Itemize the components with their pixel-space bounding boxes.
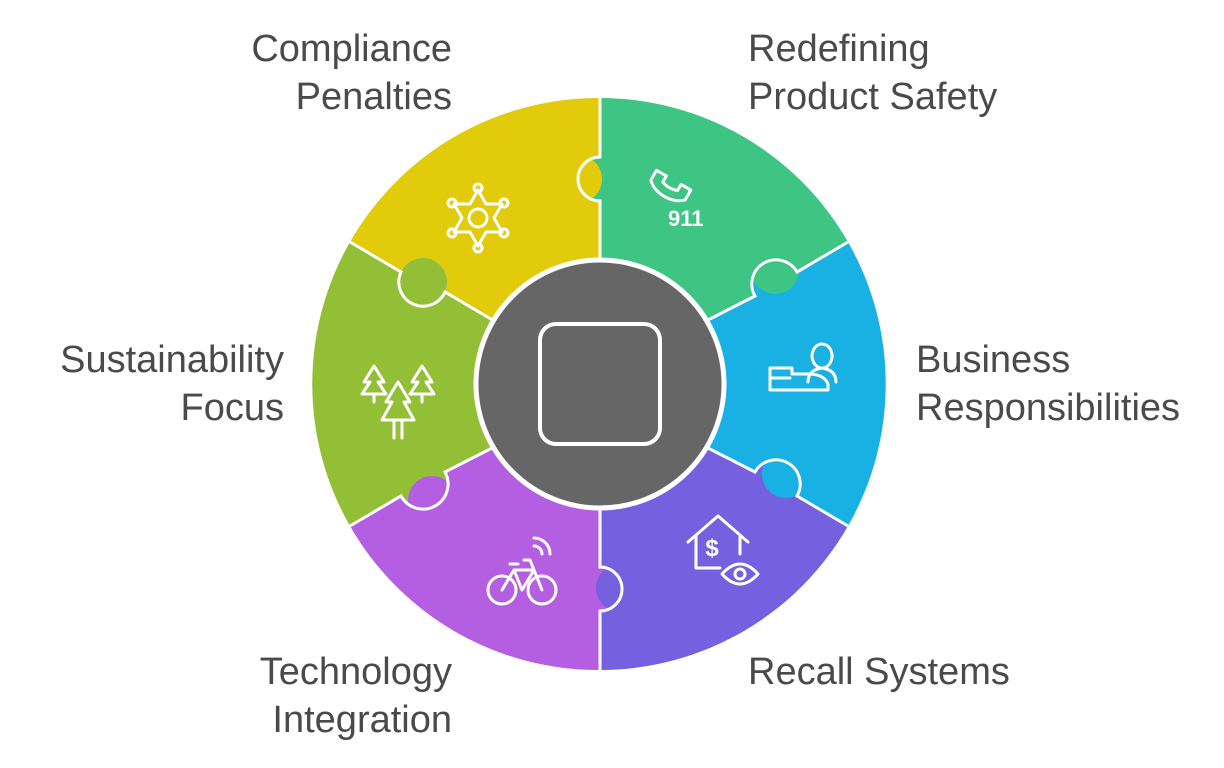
tab-sustainability — [388, 272, 436, 320]
segment-dividers — [349, 98, 849, 670]
tab-safety — [751, 246, 799, 294]
forest-trees-icon — [360, 364, 436, 440]
segment-business — [704, 242, 886, 526]
home-finance-watch-icon — [686, 514, 760, 586]
segment-technology — [350, 446, 622, 671]
service-person-icon — [768, 342, 838, 392]
emergency-number-text: 911 — [668, 206, 704, 231]
center-hub — [473, 257, 727, 511]
dollar-sign-text: $ — [705, 535, 719, 562]
label-recall-systems: Recall Systems — [748, 651, 1010, 693]
tab-technology — [408, 476, 456, 524]
segment-recall — [600, 446, 848, 670]
connected-bicycle-icon — [486, 536, 558, 606]
emergency-phone-icon — [649, 168, 693, 203]
square-icon — [538, 322, 662, 446]
segment-sustainability — [312, 242, 496, 526]
tab-business — [762, 450, 810, 498]
tab-recall — [596, 564, 644, 612]
sheriff-star-icon — [446, 182, 510, 254]
